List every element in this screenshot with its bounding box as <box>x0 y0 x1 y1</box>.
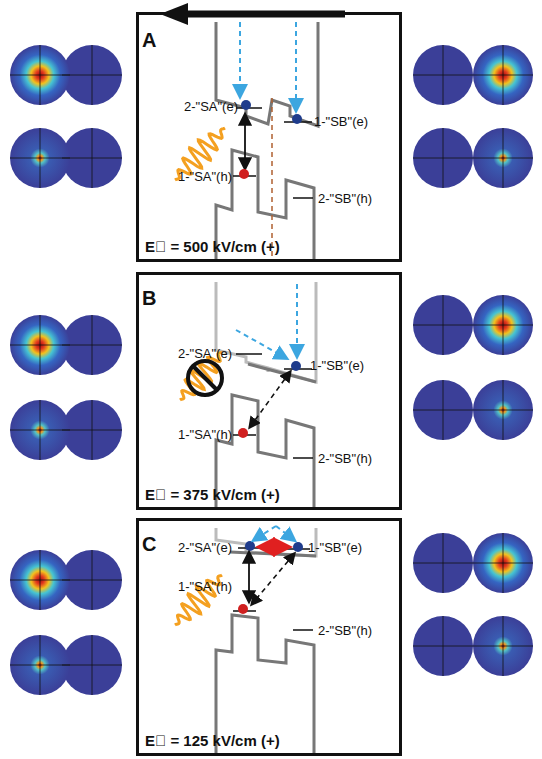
quantum-dot <box>10 400 70 460</box>
quantum-dot <box>473 616 533 676</box>
level-label: 1-"SA"(h) <box>178 170 232 183</box>
crosshair <box>503 295 504 355</box>
quantum-dot <box>62 550 122 610</box>
quantum-dot <box>62 128 122 188</box>
level-label: 2-"SA"(e) <box>184 100 238 113</box>
quantum-dot <box>413 295 473 355</box>
panel-letter: A <box>142 30 156 50</box>
crosshair <box>503 45 504 105</box>
quantum-dot <box>473 128 533 188</box>
crosshair <box>92 45 93 105</box>
quantum-dot <box>10 550 70 610</box>
quantum-dot <box>10 315 70 375</box>
quantum-dot <box>413 616 473 676</box>
quantum-dot <box>413 128 473 188</box>
panel-box: E⃗ = 500 kV/cm (+) <box>136 12 402 262</box>
level-label: 1-"SA"(h) <box>178 580 232 593</box>
level-label: 2-"SA"(e) <box>178 347 232 360</box>
quantum-dot <box>473 295 533 355</box>
field-label: E⃗ = 500 kV/cm (+) <box>145 238 280 255</box>
crosshair <box>443 380 444 440</box>
crosshair <box>40 635 41 695</box>
quantum-dot <box>413 380 473 440</box>
crosshair <box>443 45 444 105</box>
panel-letter: C <box>142 534 156 554</box>
level-label: 1-"SB"(e) <box>314 115 368 128</box>
panel-box: E⃗ = 125 kV/cm (+) <box>136 518 402 756</box>
quantum-dot <box>10 635 70 695</box>
crosshair <box>503 380 504 440</box>
quantum-dot <box>10 45 70 105</box>
field-label: E⃗ = 125 kV/cm (+) <box>145 732 280 749</box>
level-label: 2-"SA"(e) <box>178 541 232 554</box>
crosshair <box>92 550 93 610</box>
level-label: 2-"SB"(h) <box>318 452 372 465</box>
level-label: 2-"SB"(h) <box>318 192 372 205</box>
crosshair <box>40 400 41 460</box>
quantum-dot <box>62 400 122 460</box>
quantum-dot <box>10 128 70 188</box>
crosshair <box>40 315 41 375</box>
quantum-dot <box>473 45 533 105</box>
crosshair <box>443 128 444 188</box>
crosshair <box>503 533 504 593</box>
quantum-dot <box>473 380 533 440</box>
crosshair <box>443 533 444 593</box>
quantum-dot <box>413 533 473 593</box>
crosshair <box>503 128 504 188</box>
quantum-dot <box>62 635 122 695</box>
crosshair <box>443 295 444 355</box>
quantum-dot <box>413 45 473 105</box>
level-label: 1-"SA"(h) <box>178 428 232 441</box>
panel-box: E⃗ = 375 kV/cm (+) <box>136 272 402 510</box>
quantum-dot <box>62 45 122 105</box>
crosshair <box>40 45 41 105</box>
crosshair <box>92 128 93 188</box>
crosshair <box>443 616 444 676</box>
level-label: 2-"SB"(h) <box>318 624 372 637</box>
quantum-dot <box>62 315 122 375</box>
crosshair <box>92 635 93 695</box>
quantum-dot <box>473 533 533 593</box>
crosshair <box>40 128 41 188</box>
panel-letter: B <box>142 288 156 308</box>
level-label: 1-"SB"(e) <box>308 541 362 554</box>
field-label: E⃗ = 375 kV/cm (+) <box>145 486 280 503</box>
level-label: 1-"SB"(e) <box>310 359 364 372</box>
crosshair <box>92 400 93 460</box>
crosshair <box>40 550 41 610</box>
crosshair <box>503 616 504 676</box>
crosshair <box>92 315 93 375</box>
